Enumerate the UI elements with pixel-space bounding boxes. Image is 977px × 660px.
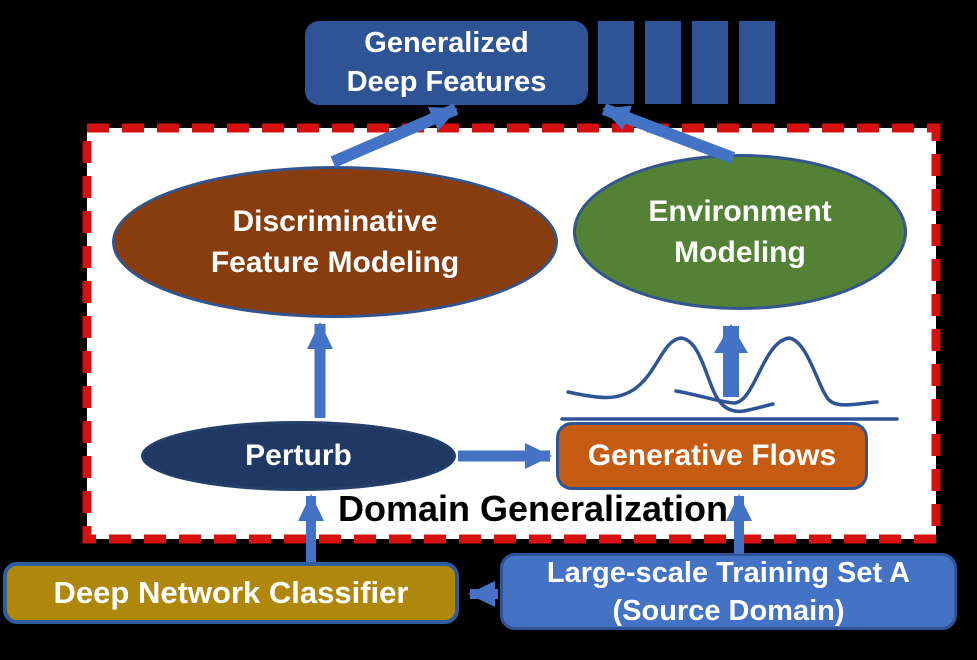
node-generalized-deep-features: Generalized Deep Features (305, 21, 588, 105)
node-label: Generative Flows (587, 439, 837, 472)
node-label-line: (Source Domain) (612, 594, 845, 627)
node-label-line: Modeling (674, 236, 806, 269)
node-deep-network-classifier: Deep Network Classifier (3, 562, 459, 624)
diagram-caption: Domain Generalization (337, 488, 729, 529)
feature-bar (598, 21, 634, 104)
node-label-line: Environment (648, 195, 832, 228)
node-label-line: Deep Features (346, 66, 547, 98)
node-environment-modeling: Environment Modeling (573, 154, 907, 310)
feature-bar (692, 21, 728, 104)
node-discriminative-feature-modeling: Discriminative Feature Modeling (112, 166, 558, 318)
node-label: Perturb (245, 439, 352, 472)
node-label-line: Discriminative (232, 205, 438, 238)
feature-bar (739, 21, 775, 104)
node-training-set: Large-scale Training Set A (Source Domai… (500, 553, 957, 630)
feature-bars (598, 21, 775, 104)
node-label-line: Large-scale Training Set A (546, 556, 911, 589)
node-generative-flows: Generative Flows (556, 422, 868, 490)
feature-bar (645, 21, 681, 104)
node-label-line: Feature Modeling (210, 246, 460, 279)
node-label-line: Generalized (364, 27, 529, 59)
node-perturb: Perturb (141, 421, 456, 491)
node-label: Deep Network Classifier (53, 575, 409, 610)
